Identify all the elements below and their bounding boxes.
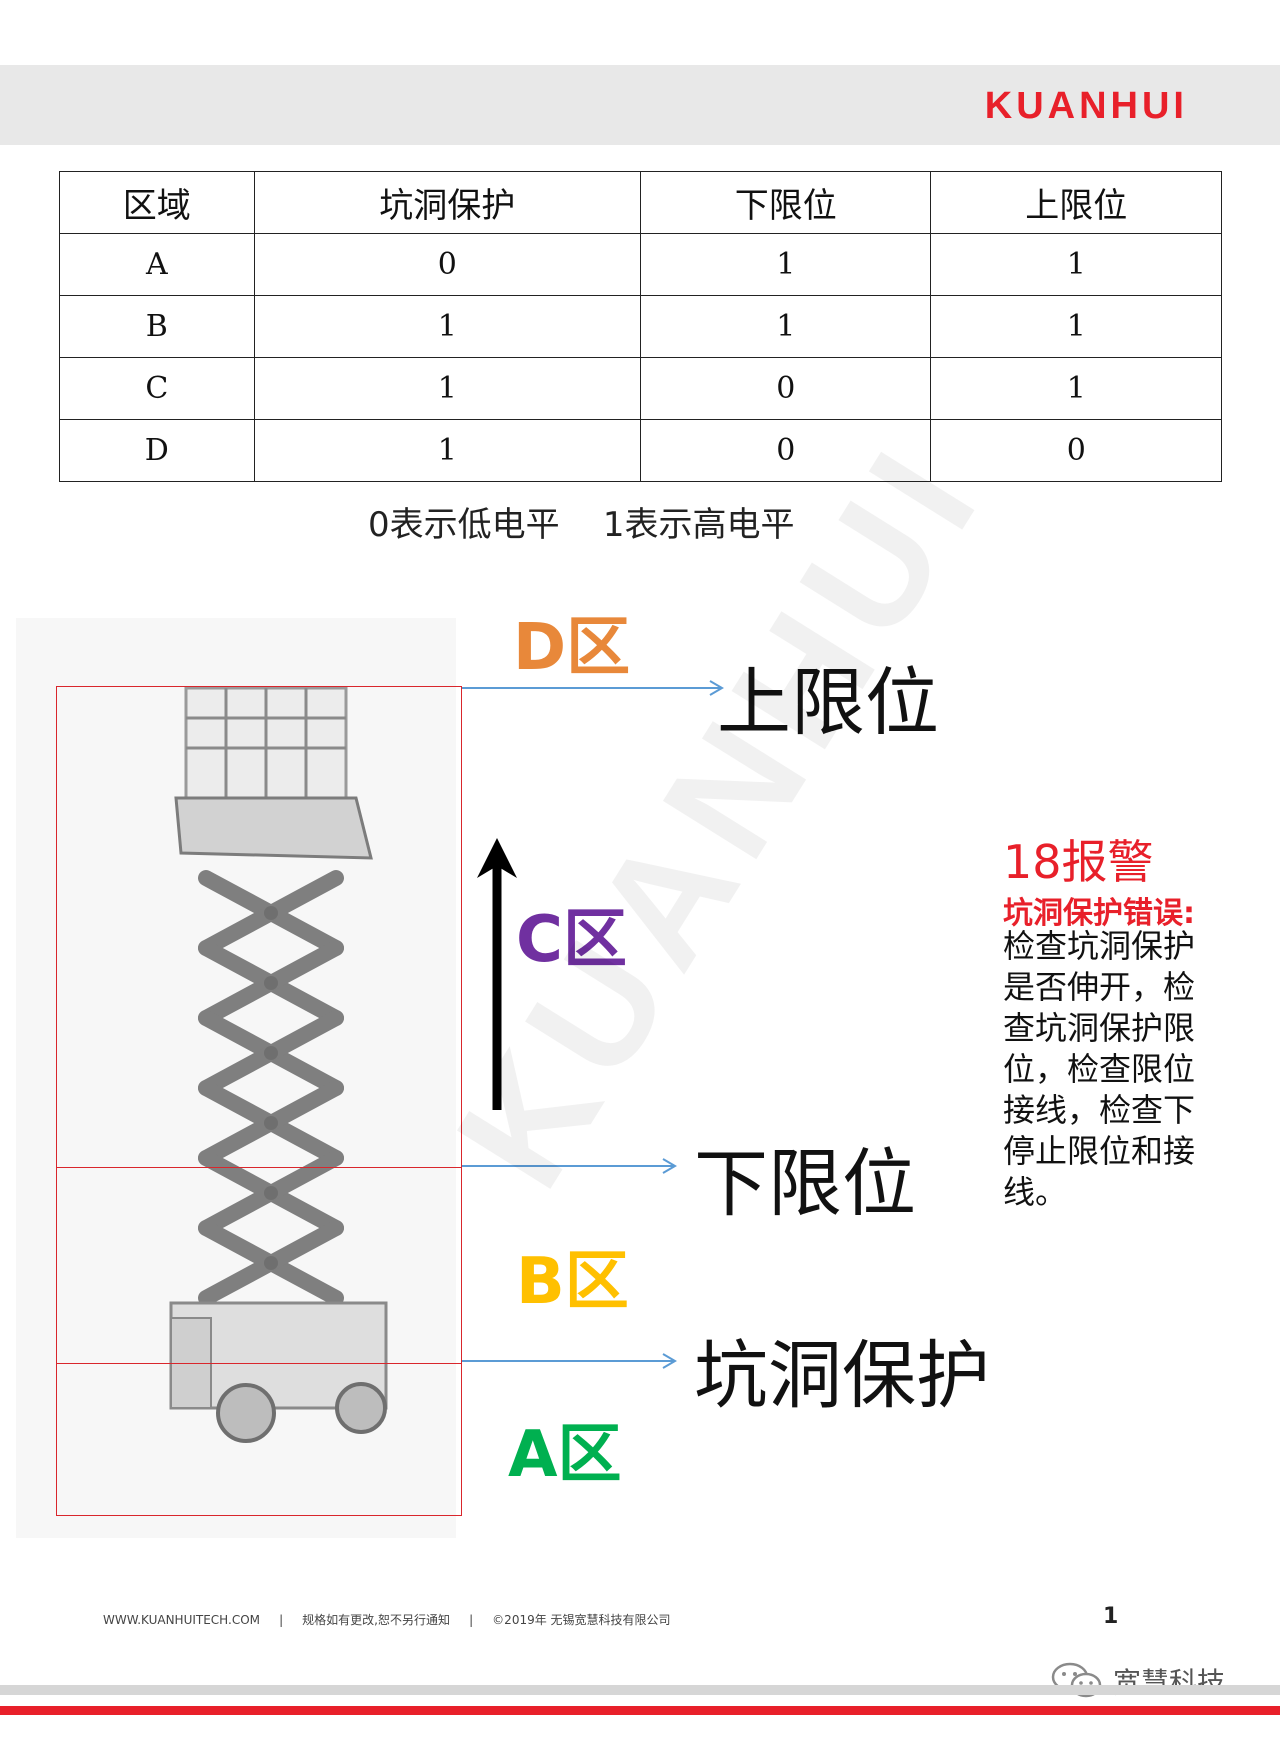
zone-box-bottom [56, 1363, 462, 1516]
table-cell: 1 [931, 296, 1222, 358]
table-cell: 1 [931, 234, 1222, 296]
table-cell: 1 [254, 358, 640, 420]
table-cell: D [60, 420, 255, 482]
zone-box-top [56, 686, 462, 1168]
table-row: C 1 0 1 [60, 358, 1222, 420]
table-cell: B [60, 296, 255, 358]
footer-bar-red [0, 1706, 1280, 1715]
table-cell: 0 [640, 358, 931, 420]
table-cell: C [60, 358, 255, 420]
lower-limit-arrowhead [663, 1159, 675, 1173]
table-cell: 0 [254, 234, 640, 296]
table-cell: 1 [254, 296, 640, 358]
zone-box-middle [56, 1167, 462, 1364]
lower-limit-label: 下限位 [694, 1124, 916, 1231]
column-header: 区域 [60, 172, 255, 234]
table-row: D 1 0 0 [60, 420, 1222, 482]
up-arrow-head [477, 838, 517, 878]
column-header: 坑洞保护 [254, 172, 640, 234]
level-legend-note: 0表示低电平 1表示高电平 [368, 497, 795, 546]
table-row: B 1 1 1 [60, 296, 1222, 358]
zone-label-a: A区 [508, 1403, 622, 1495]
alarm-code-title: 18报警 [1003, 826, 1154, 892]
footer-bar-gray [0, 1685, 1280, 1695]
table-cell: 1 [931, 358, 1222, 420]
brand-logo: KUANHUI [985, 85, 1188, 128]
zone-label-d: D区 [513, 596, 630, 688]
zone-label-b: B区 [516, 1230, 629, 1322]
table-cell: 0 [931, 420, 1222, 482]
table-header-row: 区域 坑洞保护 下限位 上限位 [60, 172, 1222, 234]
pit-protection-label: 坑洞保护 [694, 1316, 990, 1423]
column-header: 下限位 [640, 172, 931, 234]
pit-protection-arrowhead [663, 1354, 675, 1368]
table-cell: A [60, 234, 255, 296]
zone-state-table: 区域 坑洞保护 下限位 上限位 A 0 1 1 B 1 1 1 C 1 0 1 … [59, 171, 1222, 482]
alarm-description: 检查坑洞保护是否伸开，检查坑洞保护限位，检查限位接线，检查下停止限位和接线。 [1003, 926, 1223, 1213]
wechat-account-label: 宽慧科技 [1113, 1661, 1225, 1701]
footer-text: WWW.KUANHUITECH.COM | 规格如有更改,恕不另行通知 | ©2… [103, 1611, 671, 1628]
table-row: A 0 1 1 [60, 234, 1222, 296]
table-cell: 1 [640, 234, 931, 296]
table-cell: 1 [640, 296, 931, 358]
page-number: 1 [1103, 1604, 1118, 1629]
column-header: 上限位 [931, 172, 1222, 234]
table-cell: 1 [254, 420, 640, 482]
